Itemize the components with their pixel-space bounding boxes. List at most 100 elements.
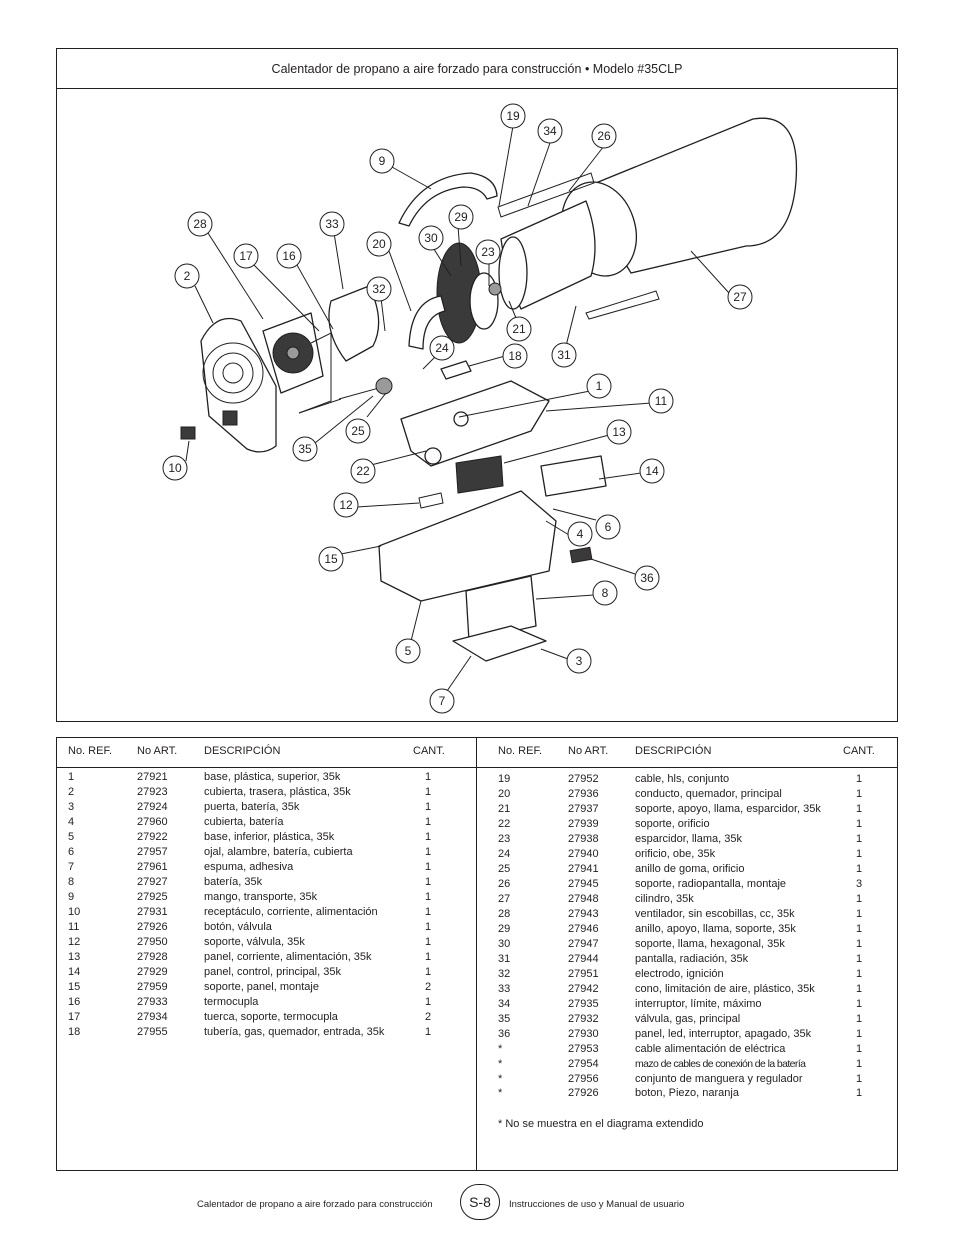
led-panel-part (569, 546, 593, 564)
header-qty: CANT. (413, 745, 445, 757)
svg-text:34: 34 (543, 124, 557, 138)
svg-text:19: 19 (506, 109, 520, 123)
diagram-title: Calentador de propano a aire forzado par… (57, 49, 897, 89)
battery-door-part (452, 625, 547, 662)
diagram-svg: 1 2 3 4 5 6 7 8 9 10 11 12 13 14 15 16 1… (162, 103, 798, 714)
callout-7: 7 (429, 688, 455, 714)
callout-17: 17 (233, 243, 259, 269)
svg-text:22: 22 (356, 464, 370, 478)
radiation-shield-part (498, 200, 596, 310)
svg-text:11: 11 (655, 394, 668, 408)
header-desc: DESCRIPCIÓN (635, 745, 712, 757)
callout-2: 2 (174, 263, 200, 289)
burner-tube-part (408, 295, 446, 350)
header-ref: No. REF. (498, 745, 543, 757)
air-cone-part (328, 285, 380, 362)
orifice-part (440, 360, 472, 380)
column-divider (476, 738, 477, 1170)
table-header-right: No. REF. No ART. DESCRIPCIÓN CANT. (477, 738, 897, 768)
exploded-parts-diagram: 1 2 3 4 5 6 7 8 9 10 11 12 13 14 15 16 1… (57, 89, 897, 721)
fan-part (262, 312, 324, 394)
callout-36: 36 (634, 565, 660, 591)
upper-base-part (400, 380, 550, 467)
callout-5: 5 (395, 638, 421, 664)
rear-cover-part (200, 317, 277, 453)
svg-text:13: 13 (612, 425, 626, 439)
flame-support-part (436, 242, 502, 344)
header-desc: DESCRIPCIÓN (204, 745, 281, 757)
svg-text:29: 29 (454, 210, 468, 224)
power-panel-part (455, 455, 504, 494)
callout-4: 4 (567, 521, 593, 547)
callout-19: 19 (500, 103, 526, 129)
callout-28: 28 (187, 211, 213, 237)
callout-27: 27 (727, 284, 753, 310)
svg-text:20: 20 (372, 237, 386, 251)
svg-text:33: 33 (325, 217, 339, 231)
callout-18: 18 (502, 343, 528, 369)
callout-31: 31 (551, 342, 577, 368)
svg-text:25: 25 (351, 424, 365, 438)
svg-text:36: 36 (640, 571, 654, 585)
svg-text:10: 10 (168, 461, 182, 475)
svg-text:4: 4 (577, 527, 584, 541)
svg-text:5: 5 (405, 644, 412, 658)
svg-text:23: 23 (481, 245, 495, 259)
callout-13: 13 (606, 419, 632, 445)
svg-text:7: 7 (439, 694, 446, 708)
svg-text:27: 27 (733, 290, 747, 304)
callout-6: 6 (595, 514, 621, 540)
callout-15: 15 (318, 546, 344, 572)
table-header-left: No. REF. No ART. DESCRIPCIÓN CANT. (57, 738, 477, 768)
callout-29: 29 (448, 204, 474, 230)
thermocouple-part (298, 332, 332, 414)
callout-1: 1 (586, 373, 612, 399)
svg-text:24: 24 (435, 341, 449, 355)
callout-33: 33 (319, 211, 345, 237)
svg-text:9: 9 (379, 154, 386, 168)
svg-text:28: 28 (193, 217, 207, 231)
svg-text:8: 8 (602, 586, 609, 600)
callout-12: 12 (333, 492, 359, 518)
callout-9: 9 (369, 148, 395, 174)
callout-32: 32 (366, 276, 392, 302)
exploded-diagram-frame: Calentador de propano a aire forzado par… (56, 48, 898, 722)
svg-text:16: 16 (282, 249, 296, 263)
svg-text:14: 14 (645, 464, 659, 478)
callout-10: 10 (162, 455, 188, 481)
header-art: No ART. (137, 745, 178, 757)
footer-right-text: Instrucciones de uso y Manual de usuario (509, 1199, 685, 1210)
gas-valve-part (298, 377, 393, 414)
callout-23: 23 (475, 239, 501, 265)
callout-3: 3 (566, 648, 592, 674)
callout-24: 24 (429, 335, 455, 361)
callout-20: 20 (366, 231, 392, 257)
